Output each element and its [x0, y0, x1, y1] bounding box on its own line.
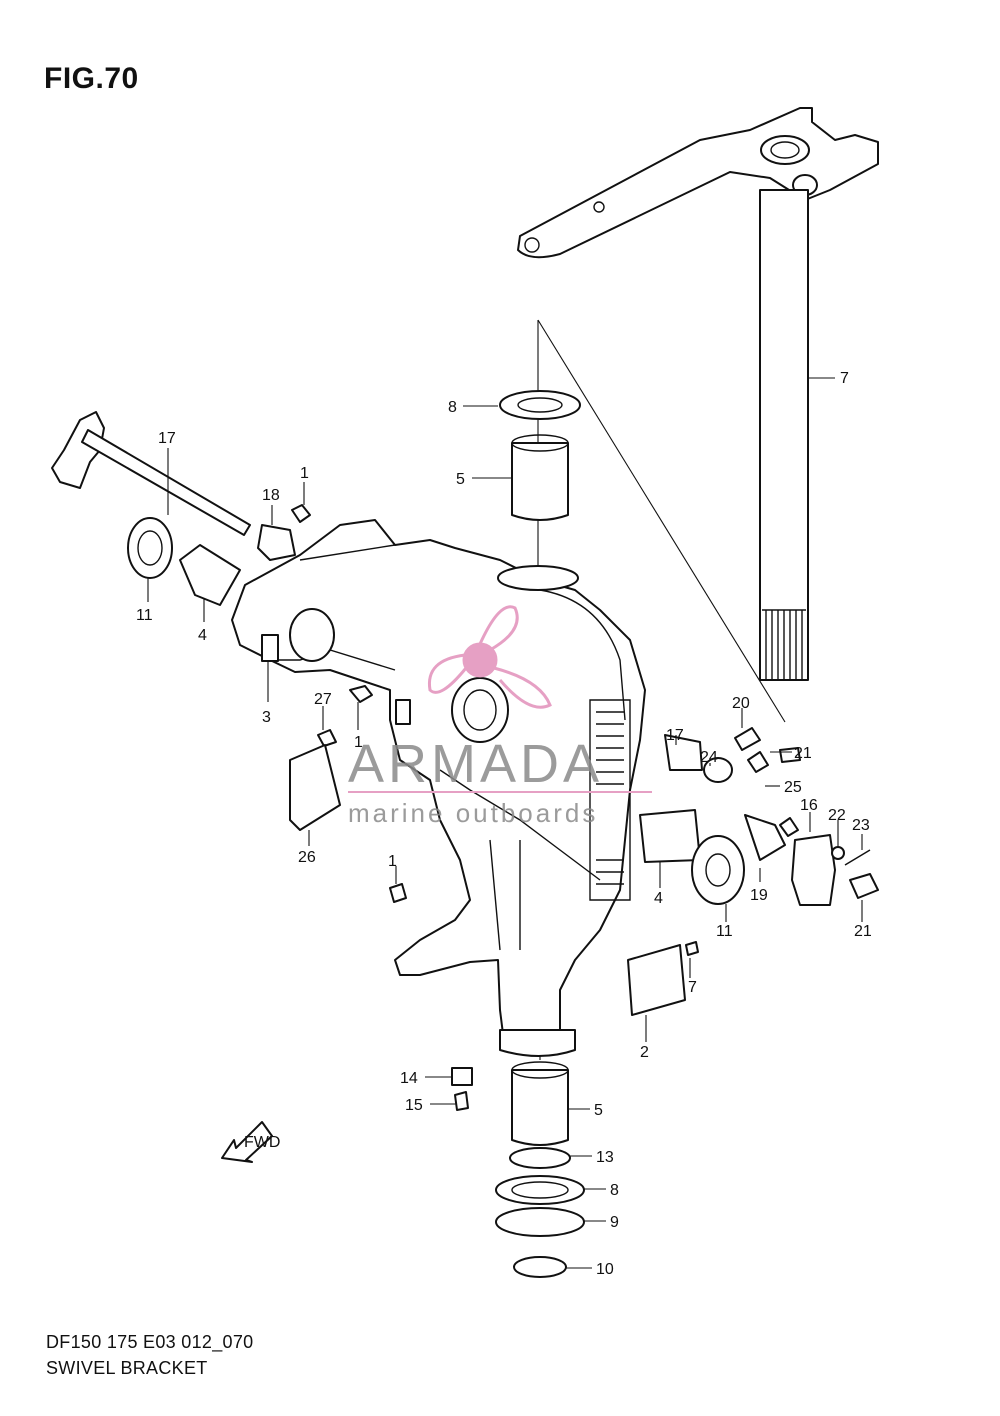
fwd-arrow: FWD: [221, 1121, 280, 1163]
callout-1: 1: [354, 734, 363, 751]
callout-23: 23: [852, 817, 870, 834]
callout-4: 4: [198, 627, 207, 644]
leader-lines: [147, 377, 863, 1269]
watermark-brand: ARMADA: [348, 734, 603, 794]
callout-1: 1: [300, 465, 309, 482]
callout-labels: 7 8 5 17 1 18 11 4 3 27 1 26 1 17 24 20 …: [136, 370, 872, 1278]
callout-3: 3: [262, 709, 271, 726]
callout-22: 22: [828, 807, 846, 824]
figure-title: FIG.70: [44, 62, 139, 95]
callout-5: 5: [456, 471, 465, 488]
callout-2: 2: [640, 1044, 649, 1061]
figure-name: SWIVEL BRACKET: [46, 1358, 208, 1378]
callout-13: 14: [400, 1070, 418, 1087]
model-code: DF150 175 E03 012_070: [46, 1332, 254, 1352]
small-parts: [127, 390, 879, 1278]
callout-11: 11: [716, 923, 733, 940]
callout-20: 21: [794, 745, 812, 762]
callout-9: 9: [610, 1214, 619, 1231]
callout-14: 15: [405, 1097, 423, 1114]
steering-arm-and-shaft: [517, 107, 879, 681]
armada-watermark: ARMADA marine outboards: [348, 605, 652, 828]
callout-21: 21: [854, 923, 872, 940]
callout-6: 7: [840, 370, 849, 387]
callout-27: 27: [314, 691, 332, 708]
callout-1: 1: [388, 853, 397, 870]
callout-15: 17: [158, 430, 176, 447]
watermark-tagline: marine outboards: [348, 798, 598, 828]
tilt-tube: [51, 411, 251, 536]
swivel-bracket-body: [231, 519, 646, 1057]
callout-5: 5: [594, 1102, 603, 1119]
callout-17: 18: [262, 487, 280, 504]
callout-11: 11: [136, 607, 153, 624]
callout-17: 17: [666, 727, 684, 744]
callout-19: 20: [732, 695, 750, 712]
callout-10: 10: [596, 1261, 614, 1278]
fwd-arrow-label: FWD: [244, 1134, 280, 1151]
callout-8: 8: [610, 1182, 619, 1199]
callout-25: 25: [784, 779, 802, 796]
callout-18: 19: [750, 887, 768, 904]
callout-7: 7: [688, 979, 697, 996]
callout-24: 24: [700, 749, 718, 766]
callout-4: 4: [654, 890, 663, 907]
armada-logo-icon: [427, 605, 552, 709]
callout-8: 8: [448, 399, 457, 416]
callout-16: 16: [800, 797, 818, 814]
callout-12: 13: [596, 1149, 614, 1166]
callout-26: 26: [298, 849, 316, 866]
